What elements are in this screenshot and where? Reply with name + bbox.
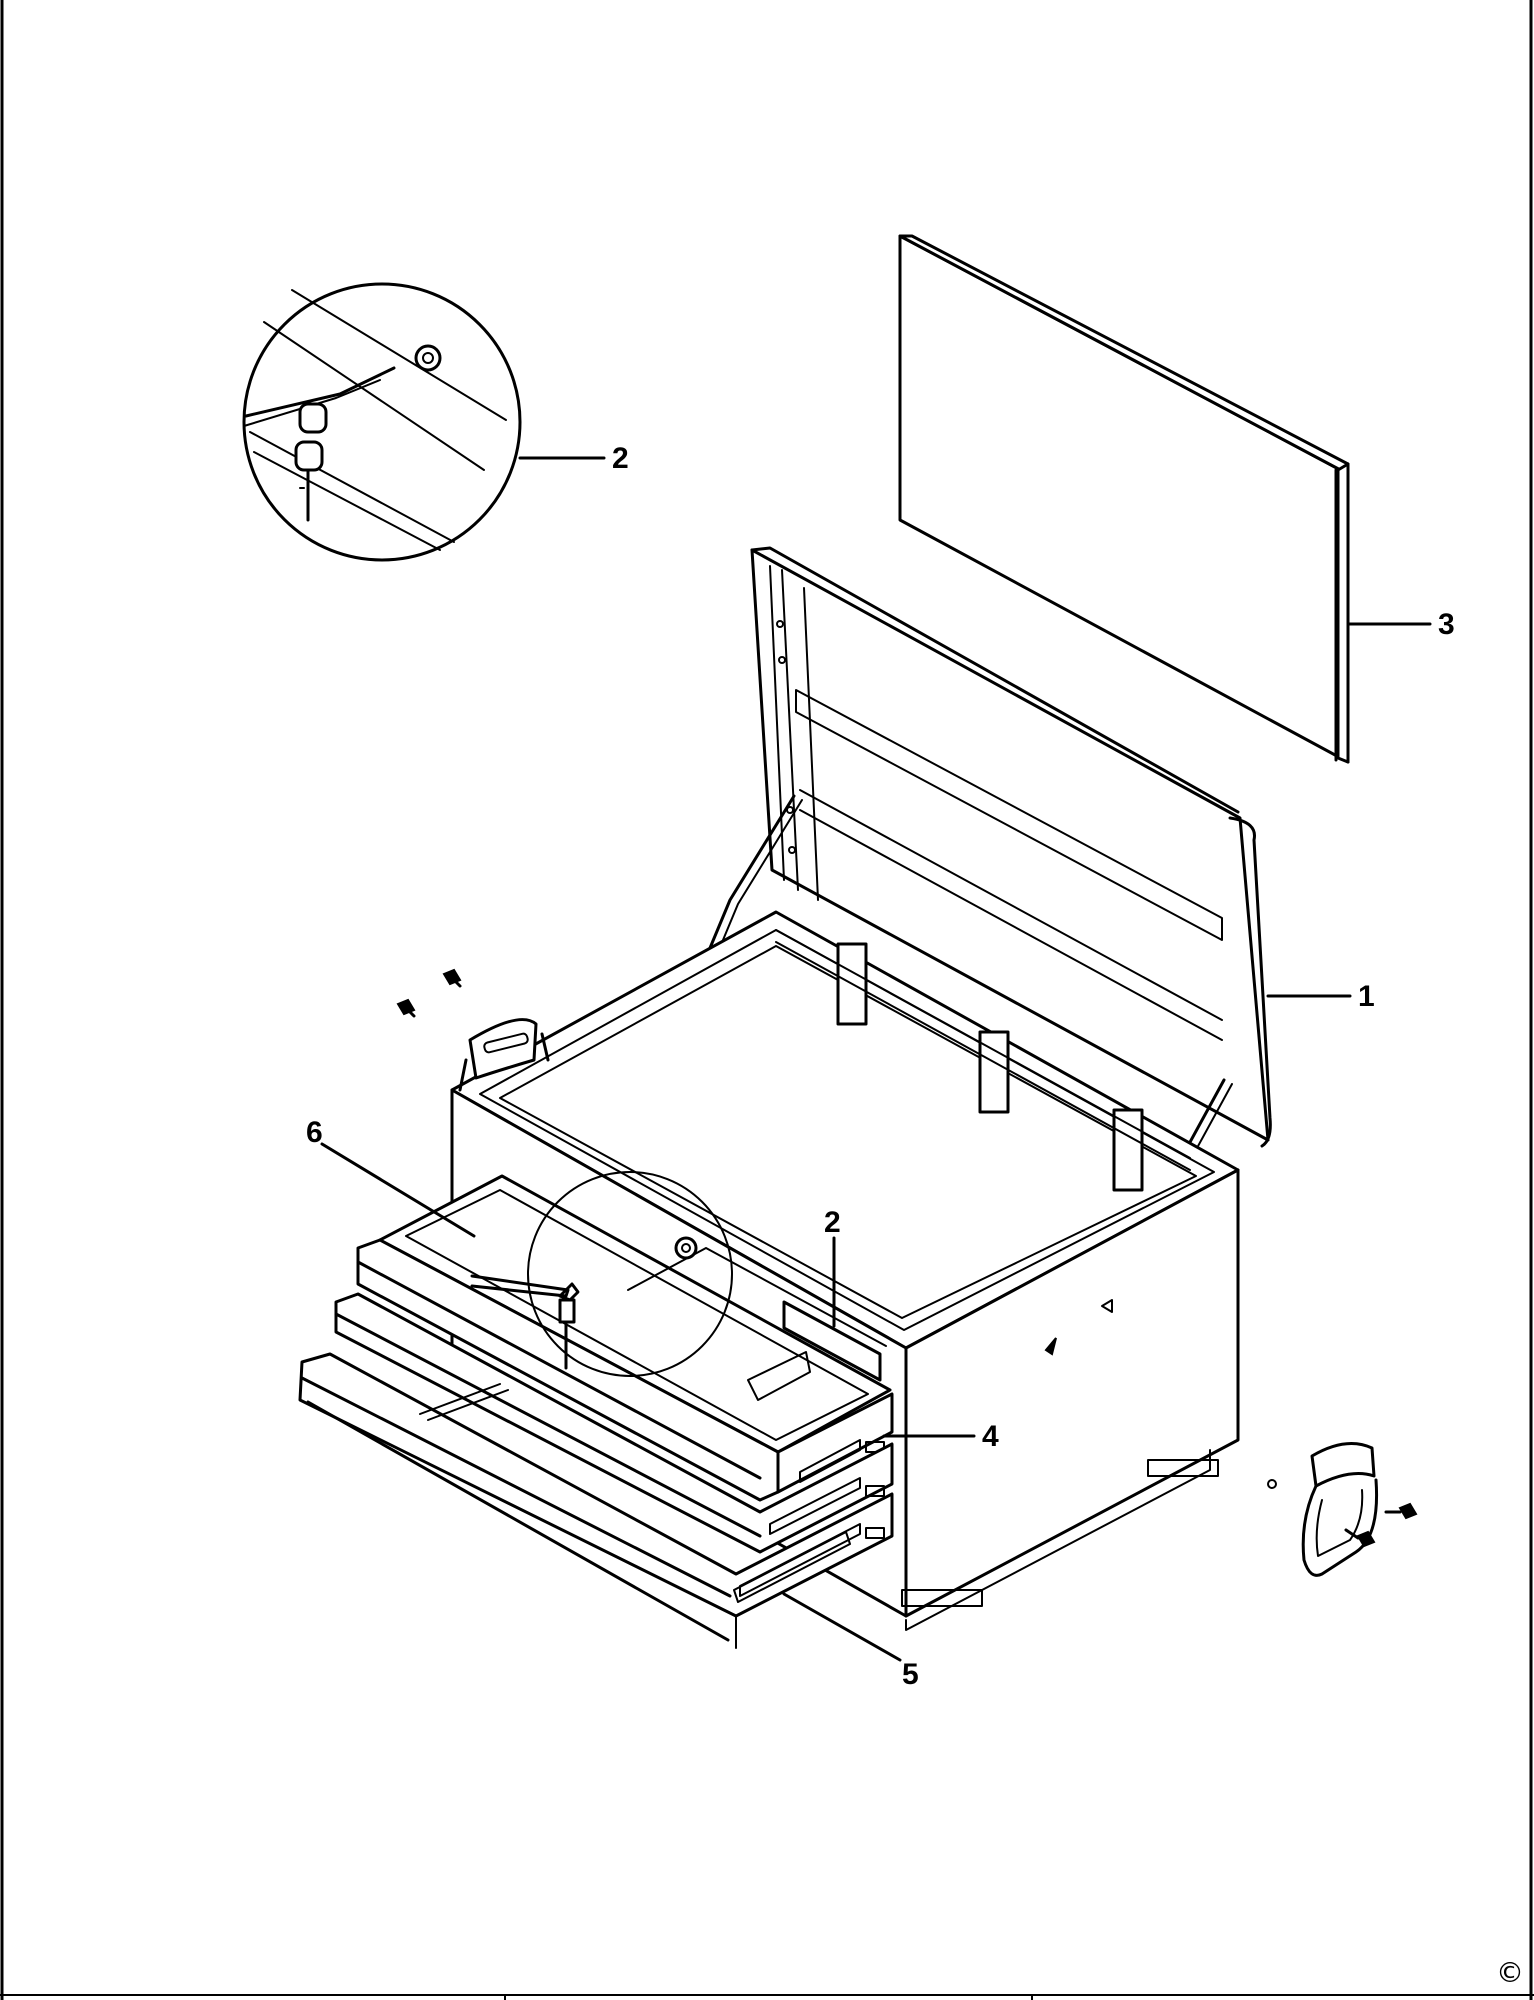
left-handle bbox=[396, 968, 550, 1092]
callout-5: 5 bbox=[902, 1658, 919, 1691]
copyright-mark: © bbox=[1496, 1956, 1524, 1989]
right-handle bbox=[1267, 1442, 1418, 1577]
callout-6: 6 bbox=[306, 1116, 323, 1149]
front-lock-detail bbox=[470, 1171, 733, 1377]
callout-3: 3 bbox=[1438, 608, 1455, 641]
drawers bbox=[298, 1238, 894, 1649]
drawer-slide bbox=[733, 1531, 851, 1603]
callout-labels: 2 3 1 6 2 4 5 bbox=[306, 442, 1455, 1691]
callout-2-inset: 2 bbox=[612, 442, 629, 475]
callout-4: 4 bbox=[982, 1420, 999, 1453]
callout-1: 1 bbox=[1358, 980, 1375, 1013]
callout-2-front: 2 bbox=[824, 1206, 841, 1239]
leader-lines bbox=[320, 456, 1432, 1662]
inset-lock-detail bbox=[242, 282, 522, 562]
lid-mat bbox=[898, 234, 1350, 764]
